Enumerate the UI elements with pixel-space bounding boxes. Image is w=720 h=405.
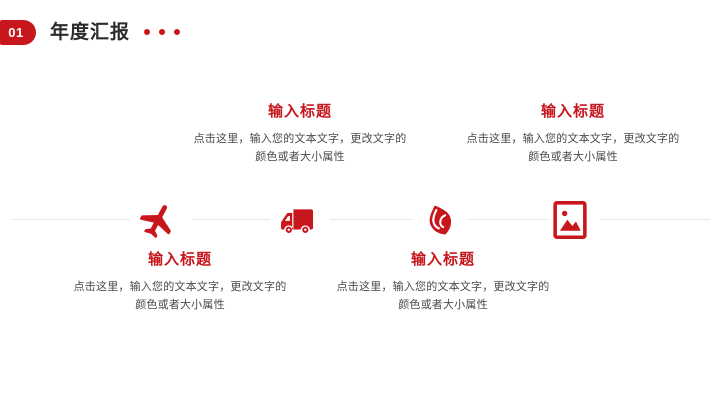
timeline-node-airplane[interactable] xyxy=(136,198,180,242)
content-block[interactable]: 输入标题 点击这里，输入您的文本文字，更改文字的 颜色或者大小属性 xyxy=(50,251,310,314)
timeline-segment xyxy=(12,219,130,220)
picture-icon xyxy=(553,201,587,239)
leaf-icon xyxy=(423,203,457,237)
block-body-line1: 点击这里，输入您的文本文字，更改文字的 xyxy=(73,280,287,293)
dot-icon xyxy=(174,29,181,35)
content-block[interactable]: 输入标题 点击这里，输入您的文本文字，更改文字的 颜色或者大小属性 xyxy=(170,103,430,166)
block-title: 输入标题 xyxy=(540,103,605,120)
timeline-axis xyxy=(0,219,720,221)
block-title: 输入标题 xyxy=(267,103,332,120)
header-dots-decoration xyxy=(144,29,181,35)
slide-header: 01 年度汇报 xyxy=(0,18,181,46)
block-body: 点击这里，输入您的文本文字，更改文字的 颜色或者大小属性 xyxy=(313,278,573,314)
block-body-line2: 颜色或者大小属性 xyxy=(528,150,618,163)
timeline-segment xyxy=(192,219,270,220)
content-block[interactable]: 输入标题 点击这里，输入您的文本文字，更改文字的 颜色或者大小属性 xyxy=(443,103,703,166)
block-title: 输入标题 xyxy=(147,251,212,268)
section-number-badge: 01 xyxy=(0,19,36,45)
timeline-node-leaf[interactable] xyxy=(418,198,462,242)
block-body-line1: 点击这里，输入您的文本文字，更改文字的 xyxy=(193,132,407,145)
page-title: 年度汇报 xyxy=(50,21,131,43)
truck-icon xyxy=(278,201,316,239)
block-body: 点击这里，输入您的文本文字，更改文字的 颜色或者大小属性 xyxy=(50,278,310,314)
timeline-node-truck[interactable] xyxy=(275,198,319,242)
dot-icon xyxy=(159,29,166,35)
block-title: 输入标题 xyxy=(410,251,475,268)
block-body-line2: 颜色或者大小属性 xyxy=(255,150,345,163)
block-body: 点击这里，输入您的文本文字，更改文字的 颜色或者大小属性 xyxy=(170,130,430,166)
timeline-segment xyxy=(330,219,412,220)
content-block[interactable]: 输入标题 点击这里，输入您的文本文字，更改文字的 颜色或者大小属性 xyxy=(313,251,573,314)
airplane-icon xyxy=(139,201,177,239)
timeline-segment xyxy=(600,219,710,220)
timeline-node-picture[interactable] xyxy=(548,198,592,242)
block-body-line1: 点击这里，输入您的文本文字，更改文字的 xyxy=(466,132,680,145)
block-body-line2: 颜色或者大小属性 xyxy=(135,298,225,311)
block-body: 点击这里，输入您的文本文字，更改文字的 颜色或者大小属性 xyxy=(443,130,703,166)
block-body-line2: 颜色或者大小属性 xyxy=(398,298,488,311)
block-body-line1: 点击这里，输入您的文本文字，更改文字的 xyxy=(336,280,550,293)
dot-icon xyxy=(144,29,151,35)
timeline-segment xyxy=(468,219,548,220)
